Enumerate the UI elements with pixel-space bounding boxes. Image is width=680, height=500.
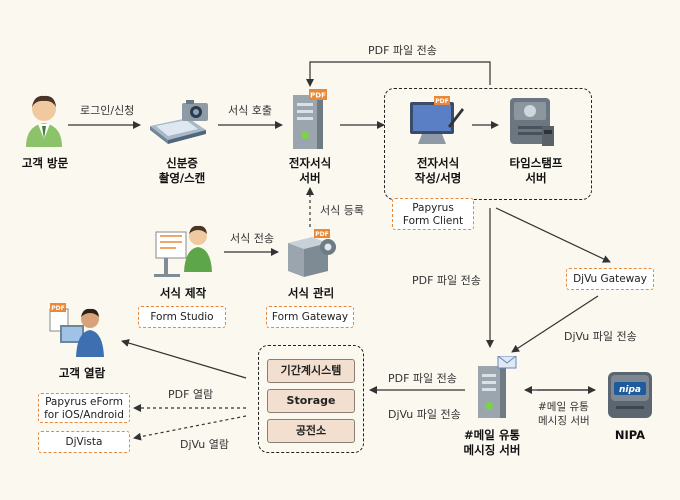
node-eform-server: 전자서식 서버: [288, 156, 332, 185]
node-nipa: NIPA: [614, 428, 646, 442]
label-form-call: 서식 호출: [228, 104, 272, 117]
svg-text:PDF: PDF: [435, 98, 448, 105]
svg-text:nipa: nipa: [619, 385, 641, 395]
box-papyrus-form-client: Papyrus Form Client: [392, 198, 474, 230]
box-djvu-gateway: DjVu Gateway: [566, 268, 654, 290]
label-djvu-view: DjVu 열람: [180, 438, 230, 451]
nipa-drive-icon: nipa: [608, 372, 652, 418]
label-pdf-view: PDF 열람: [168, 388, 214, 401]
storage-group: [258, 345, 364, 453]
storage-item-storage: Storage: [267, 389, 355, 413]
box-djvista: DjVista: [38, 431, 130, 453]
person-icon: [26, 95, 62, 147]
label-login: 로그인/신청: [80, 104, 135, 117]
node-timestamp-server: 타임스탬프 서버: [509, 156, 563, 185]
edge-djvu-right: [511, 295, 599, 353]
node-mail-server: #메일 유통 메시징 서버: [463, 428, 521, 457]
box-form-studio: Form Studio: [138, 306, 226, 328]
timestamp-server-icon: [510, 98, 554, 146]
label-pdf-send-mid: PDF 파일 전송: [412, 274, 481, 287]
label-pdf-send-bottom: PDF 파일 전송: [388, 372, 457, 385]
label-djvu-send-right: DjVu 파일 전송: [564, 330, 637, 343]
svg-text:PDF: PDF: [310, 92, 326, 100]
mail-server-icon: [478, 356, 517, 418]
node-form-manage: 서식 관리: [287, 286, 335, 300]
label-pdf-send-top: PDF 파일 전송: [368, 44, 437, 57]
node-eform-write: 전자서식 작성/서명: [414, 156, 462, 185]
monitor-pen-icon: PDF: [410, 96, 464, 144]
box-papyrus-eform: Papyrus eForm for iOS/Android: [38, 393, 130, 423]
gateway-box-icon: PDF: [288, 229, 336, 277]
scanner-camera-icon: [150, 100, 208, 144]
node-customer-view: 고객 열람: [58, 366, 106, 380]
label-djvu-send-bottom: DjVu 파일 전송: [388, 408, 461, 421]
designer-icon: [154, 225, 212, 277]
label-mail-server-edge: #메일 유통 메시징 서버: [538, 401, 590, 427]
svg-text:PDF: PDF: [51, 305, 64, 312]
svg-text:PDF: PDF: [315, 231, 328, 238]
label-form-send: 서식 전송: [230, 232, 274, 245]
storage-item-gongjeonso: 공전소: [267, 419, 355, 443]
edge-pdf-top: [306, 61, 491, 87]
edge-djvu-view: [133, 415, 247, 441]
node-form-create: 서식 제작: [159, 286, 207, 300]
edge-to-customer-view: [121, 339, 247, 379]
edge-to-djvu-gateway: [495, 207, 611, 263]
node-customer-visit: 고객 방문: [21, 156, 69, 170]
server-icon: PDF: [293, 89, 327, 149]
viewer-person-icon: PDF: [49, 303, 104, 357]
box-form-gateway: Form Gateway: [266, 306, 354, 328]
label-form-register: 서식 등록: [320, 204, 364, 217]
node-id-capture: 신분증 촬영/스캔: [158, 156, 206, 185]
storage-item-core-system: 기간계시스템: [267, 359, 355, 383]
client-group: [384, 88, 592, 200]
